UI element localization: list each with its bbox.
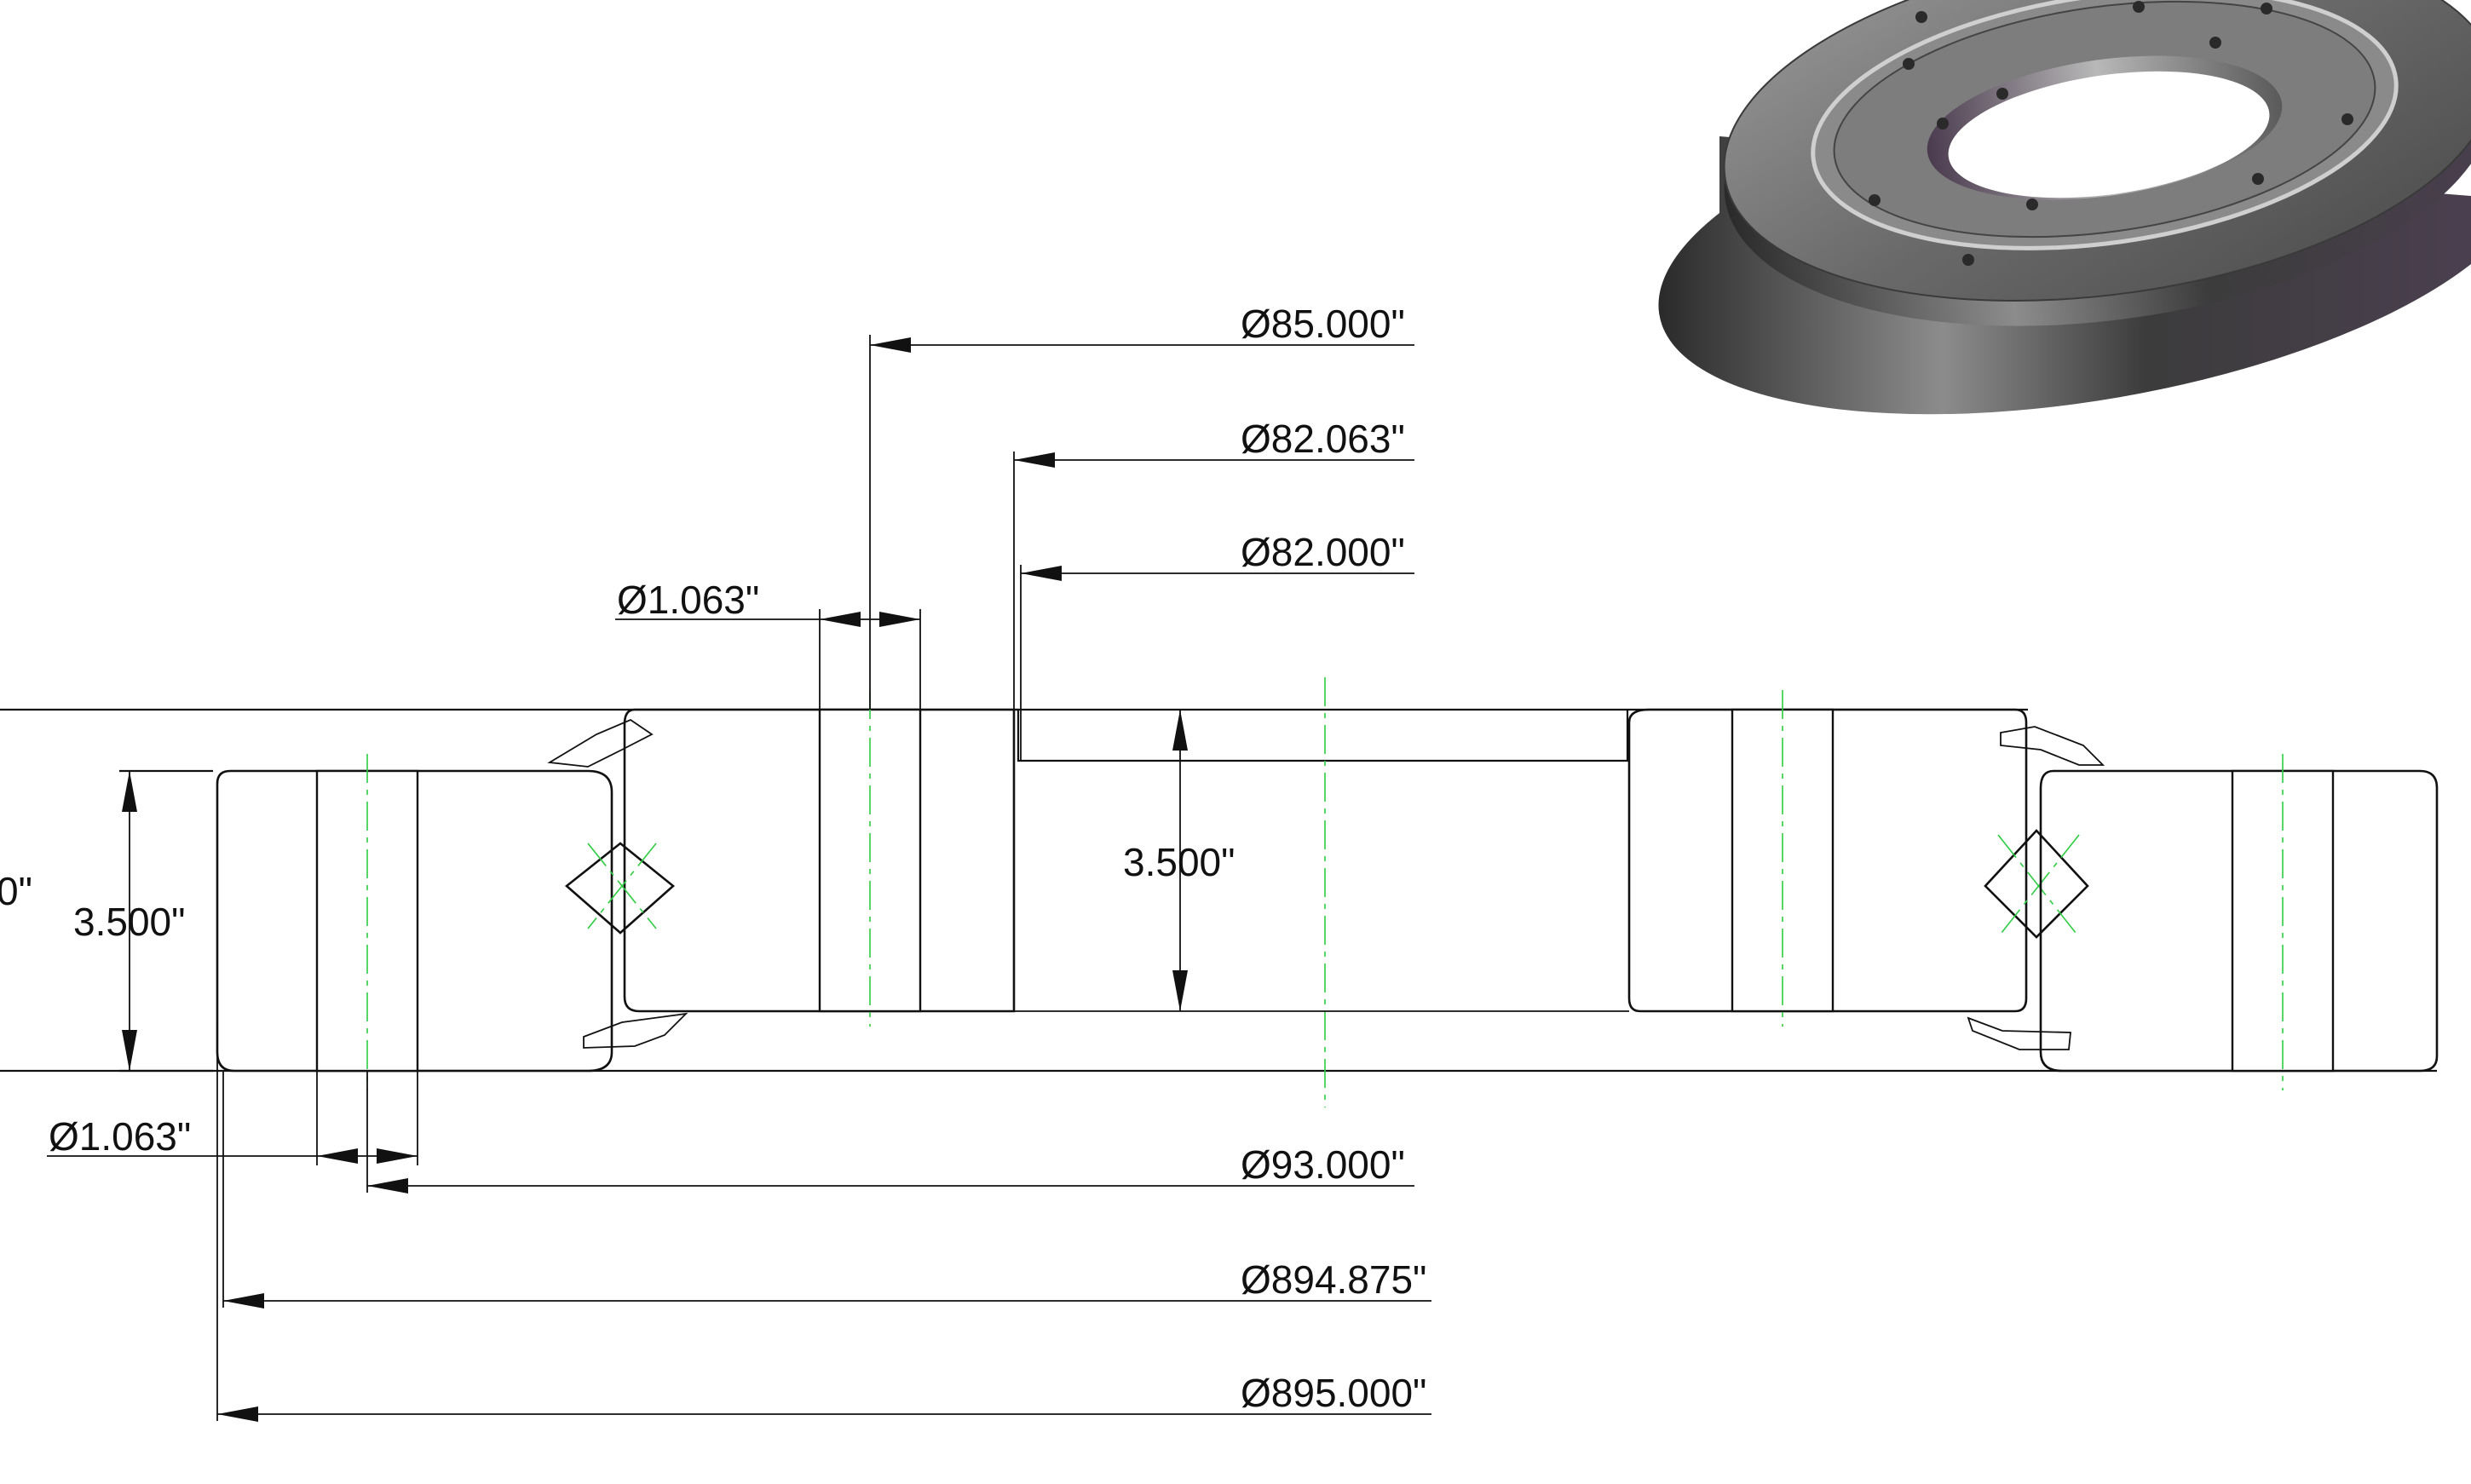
- right-seals: [1967, 726, 2105, 1050]
- left-seals: [547, 718, 688, 1049]
- right-roller: [1984, 829, 2089, 939]
- dim-hole-inner: Ø1.063": [615, 578, 921, 710]
- right-outer-ring-section: [2039, 754, 2439, 1090]
- dim-82-063: Ø82.063": [1013, 417, 1414, 710]
- dim-895: Ø895.000": [216, 1022, 1431, 1422]
- dim-height-outer-label: 3.500": [73, 900, 185, 944]
- dim-93: Ø93.000": [366, 1071, 1414, 1194]
- dim-85: Ø85.000": [869, 302, 1414, 710]
- dim-cut-off-label: 0": [0, 869, 32, 913]
- dim-82-000-label: Ø82.000": [1241, 530, 1405, 574]
- dim-hole-inner-label: Ø1.063": [617, 578, 759, 622]
- left-outer-ring-section: [216, 754, 613, 1090]
- dim-height-inner: 3.500": [1014, 710, 1629, 1012]
- bearing-3d-render: [1658, 0, 2471, 415]
- dim-height-inner-label: 3.500": [1123, 840, 1235, 884]
- dim-hole-outer: Ø1.063": [47, 1071, 418, 1165]
- left-roller: [564, 842, 676, 935]
- dim-height-outer: 3.500": [73, 771, 185, 1071]
- dim-85-label: Ø85.000": [1241, 302, 1405, 346]
- dim-894-875: Ø894.875": [222, 1071, 1431, 1309]
- dim-895-label: Ø895.000": [1241, 1371, 1426, 1415]
- dim-82-063-label: Ø82.063": [1241, 417, 1405, 461]
- right-inner-ring-section: [1627, 690, 2028, 1027]
- left-inner-ring-section: [623, 690, 1629, 1027]
- dim-82-000: Ø82.000": [1020, 530, 1414, 761]
- dim-894-875-label: Ø894.875": [1241, 1257, 1426, 1302]
- dim-93-label: Ø93.000": [1241, 1142, 1405, 1187]
- dim-hole-outer-label: Ø1.063": [49, 1114, 191, 1159]
